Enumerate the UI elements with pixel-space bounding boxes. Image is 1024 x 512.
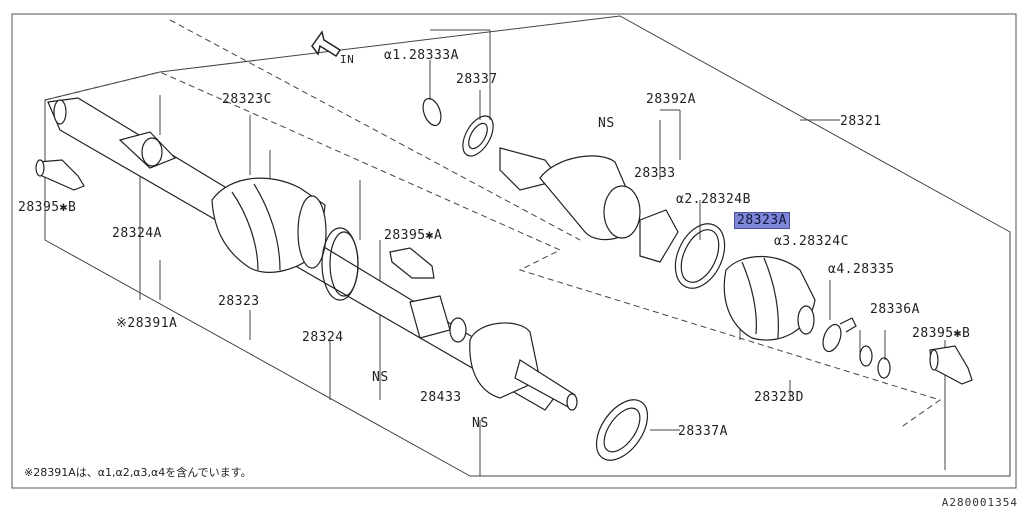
label-28395a: 28395✱A xyxy=(384,228,443,243)
label-a4-28335: α4.28335 xyxy=(828,262,895,277)
label-a2-28324b: α2.28324B xyxy=(676,192,751,207)
stub-28395a xyxy=(390,248,434,278)
label-28323a[interactable]: 28323A xyxy=(734,212,790,229)
snap-ring-28333a xyxy=(420,96,445,128)
label-28395b-left: 28395✱B xyxy=(18,200,77,215)
footnote: ※28391Aは、α1,α2,α3,α4を含んでいます。 xyxy=(24,466,252,479)
label-28392a: 28392A xyxy=(646,92,696,107)
label-28337a: 28337A xyxy=(678,424,728,439)
leader-lines xyxy=(45,30,945,476)
boot-28323 xyxy=(212,178,326,272)
spline-end xyxy=(410,296,466,342)
small-parts xyxy=(820,318,890,378)
label-28324: 28324 xyxy=(302,330,344,345)
label-28337: 28337 xyxy=(456,72,498,87)
ring-28333 xyxy=(640,210,678,262)
stub-28395b-right xyxy=(930,346,972,384)
outer-joint-28433 xyxy=(470,323,577,410)
assembly-box xyxy=(45,16,1010,476)
label-28336a: 28336A xyxy=(870,302,920,317)
label-ns-top: NS xyxy=(598,116,615,131)
stub-28395b-left xyxy=(36,160,84,190)
seal-28337 xyxy=(457,111,500,161)
clamp-28324 xyxy=(322,228,358,300)
label-28391a: ※28391A xyxy=(116,316,178,331)
label-in: IN xyxy=(340,53,355,66)
label-28324a: 28324A xyxy=(112,226,162,241)
outer-frame xyxy=(12,14,1016,488)
label-28395b-right: 28395✱B xyxy=(912,326,971,341)
label-a1-28333a: α1.28333A xyxy=(384,48,459,63)
label-ns-mid: NS xyxy=(372,370,389,385)
clamp-28324b xyxy=(666,216,735,296)
boot-28323d xyxy=(724,257,815,341)
reference-code: A280001354 xyxy=(941,496,1018,509)
label-a3-28324c: α3.28324C xyxy=(774,234,849,249)
label-28323: 28323 xyxy=(218,294,260,309)
label-28323c: 28323C xyxy=(222,92,272,107)
label-28333: 28333 xyxy=(634,166,676,181)
label-28321: 28321 xyxy=(840,114,882,129)
ring-28337a xyxy=(586,391,658,470)
label-ns-low: NS xyxy=(472,416,489,431)
dashed-outline-2 xyxy=(170,20,580,240)
inner-housing xyxy=(500,148,640,240)
label-28433: 28433 xyxy=(420,390,462,405)
label-28323d: 28323D xyxy=(754,390,804,405)
direction-arrow-icon xyxy=(312,32,340,56)
